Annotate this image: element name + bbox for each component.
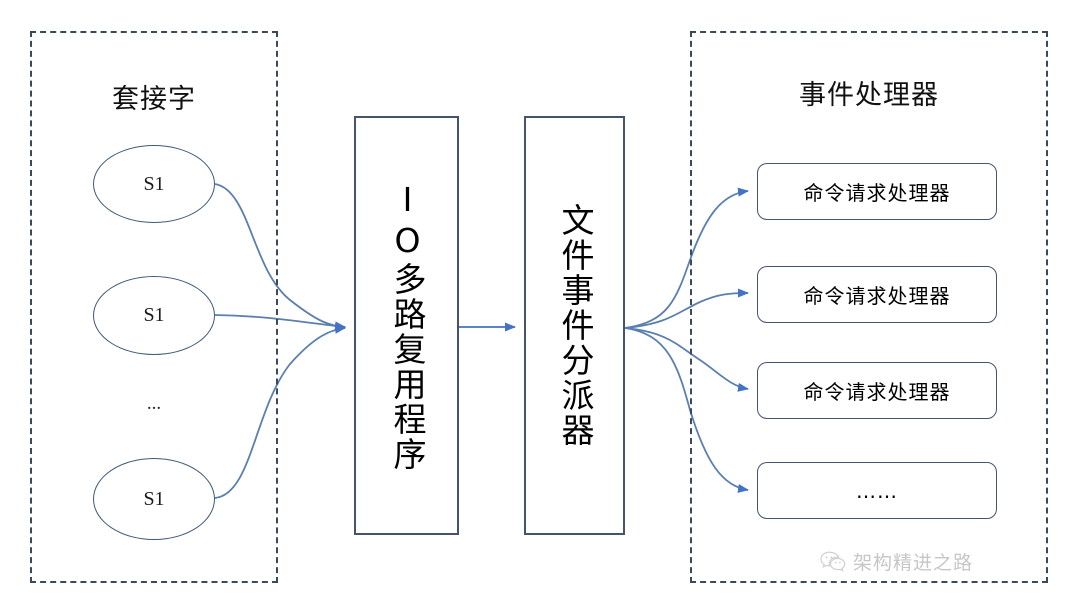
socket-node-3[interactable]: S1 xyxy=(93,458,215,540)
socket-node-1-label: S1 xyxy=(143,172,165,195)
handler-box-4[interactable]: …… xyxy=(757,462,997,519)
socket-node-1[interactable]: S1 xyxy=(93,145,215,223)
file-event-dispatcher-label: 文件事件分派器 xyxy=(555,203,595,448)
handler-box-1-label: 命令请求处理器 xyxy=(803,181,951,205)
handler-box-1[interactable]: 命令请求处理器 xyxy=(757,163,997,220)
connector-socket2-to-io xyxy=(214,314,346,331)
socket-node-2-label: S1 xyxy=(143,304,165,326)
event-handler-group-title: 事件处理器 xyxy=(799,80,939,111)
connector-socket3-to-io xyxy=(214,324,346,499)
handler-box-2-label: 命令请求处理器 xyxy=(803,284,951,308)
socket-group-title: 套接字 xyxy=(112,84,196,115)
handler-box-3-label: 命令请求处理器 xyxy=(803,380,951,404)
socket-node-2[interactable]: S1 xyxy=(93,276,215,355)
socket-node-3-label: S1 xyxy=(143,487,165,510)
handler-box-4-label: …… xyxy=(856,478,898,503)
socket-ellipsis-label: ... xyxy=(146,393,162,414)
connector-socket1-to-io xyxy=(214,183,346,331)
connector-dispatcher-to-handler4 xyxy=(624,327,749,493)
connector-dispatcher-to-handler2 xyxy=(624,288,749,329)
connector-dispatcher-to-handler3 xyxy=(624,327,749,392)
socket-group: 套接字 xyxy=(30,31,278,583)
event-handler-group: 事件处理器 xyxy=(690,31,1048,583)
io-multiplexing-label: IO多路复用程序 xyxy=(387,179,427,472)
handler-box-3[interactable]: 命令请求处理器 xyxy=(757,362,997,419)
io-multiplexing-box[interactable]: IO多路复用程序 xyxy=(354,116,459,535)
file-event-dispatcher-box[interactable]: 文件事件分派器 xyxy=(524,116,625,535)
handler-box-2[interactable]: 命令请求处理器 xyxy=(757,266,997,323)
